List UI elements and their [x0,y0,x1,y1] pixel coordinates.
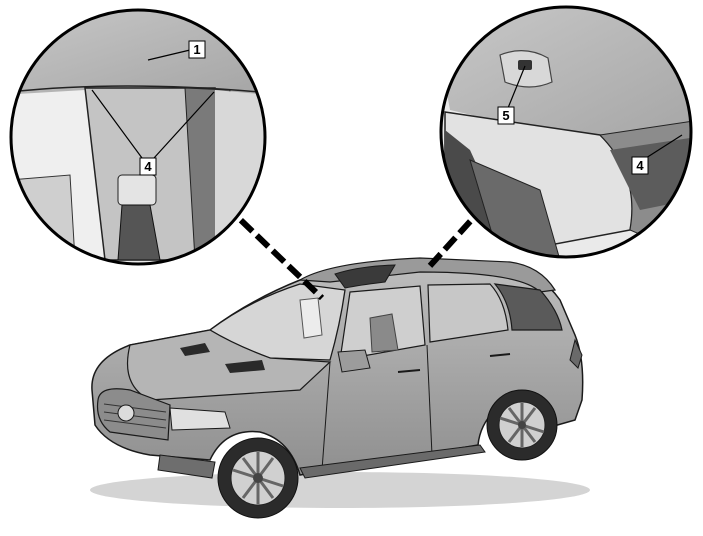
door-handle-front [397,369,421,373]
callout-1-box [188,40,206,59]
callout-4-leader-b [153,91,215,159]
headliner [11,10,265,95]
leader-line-left [222,202,325,301]
hood-vent-left [180,343,210,356]
door-handle-rear [489,353,511,357]
door-line-front [321,361,331,471]
door-frame [11,174,76,261]
grille-bars [103,403,167,429]
ground-shadow [90,472,590,508]
detail-view-a-pillar: 1 4 [9,8,267,266]
pillar-shadow [610,138,690,210]
seat-belt-guide [117,174,157,206]
callout-4-leader-a [91,89,143,159]
running-board [299,444,486,479]
detail-view-roof-trim: 5 4 [439,5,693,259]
callout-4-label-left: 4 [144,159,152,174]
hood-vent-right [225,360,265,373]
sunroof [334,264,396,289]
callout-4-box-right [631,156,649,175]
side-mirror [337,349,371,373]
car-roof [298,257,557,293]
front-wheel [217,437,299,519]
tail-light [569,338,583,369]
callout-5-label: 5 [502,108,509,123]
callout-5-leader [507,65,526,109]
detail-circle-border-left [9,8,267,266]
trim-clip [518,60,532,70]
rear-side-window [427,283,509,343]
headlight [169,407,231,431]
seat-belt [117,204,161,261]
callout-1-leader [147,49,191,61]
seat-back [369,313,399,353]
callout-4-label-right: 4 [636,158,644,173]
callout-5-box [497,106,515,125]
door-line-rear [426,344,433,456]
brand-emblem [117,404,135,422]
headliner-edge [11,85,261,93]
suv-vehicle [90,257,590,519]
callout-4-box-left [139,157,157,176]
detail-circle-border-right [439,5,693,259]
callout-1-label: 1 [193,42,200,57]
callout-4-leader-right [645,134,683,159]
seat-headrest [299,297,323,339]
rear-wheel [486,389,558,461]
front-bumper-lower [157,454,216,479]
quarter-window [493,283,563,331]
